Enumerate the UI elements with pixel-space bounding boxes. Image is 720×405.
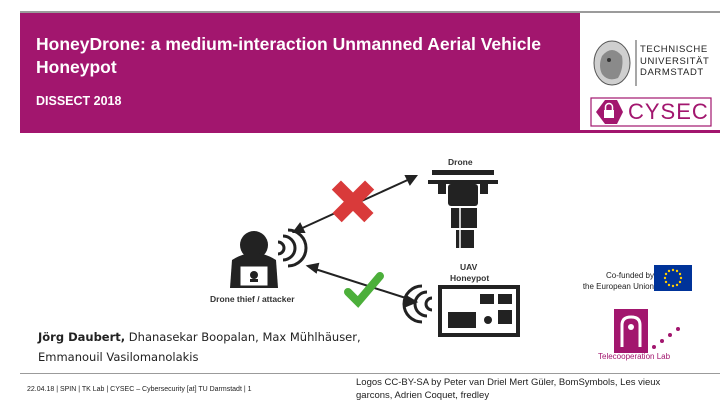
- honeydrone-diagram: Drone Drone thief / attacker UAV: [210, 157, 520, 337]
- honeypot-wifi-icon: [402, 284, 433, 324]
- cysec-logo: [590, 97, 712, 127]
- check-mark-icon: [344, 272, 384, 308]
- cysec-label: CYSEC: [628, 99, 709, 124]
- telecooperation-lab-label: Telecooperation Lab: [598, 352, 671, 361]
- tud-line-3: DARMSTADT: [640, 67, 704, 78]
- first-author: Jörg Daubert,: [38, 330, 126, 344]
- cofunding-line-2: the European Union: [582, 282, 654, 291]
- logo-credits: Logos CC-BY-SA by Peter van Driel Mert G…: [356, 377, 661, 401]
- top-rule: [20, 11, 720, 13]
- other-authors: Dhanasekar Boopalan, Max Mühlhäuser, Emm…: [38, 330, 361, 364]
- honeypot-icon: [438, 285, 520, 337]
- cofunding-line-1: Co-funded by: [605, 271, 654, 280]
- footer-text: 22.04.18 | SPIN | TK Lab | CYSEC – Cyber…: [27, 386, 252, 393]
- header-bottom-rule: [20, 130, 720, 133]
- attacker-label: Drone thief / attacker: [210, 294, 295, 304]
- tud-line-1: TECHNISCHE: [640, 44, 708, 55]
- drone-icon: [428, 170, 498, 248]
- bottom-rule: [20, 373, 720, 374]
- attacker-icon: [230, 231, 278, 288]
- honeypot-label-line2: Honeypot: [450, 273, 489, 283]
- author-list: Jörg Daubert, Dhanasekar Boopalan, Max M…: [38, 327, 368, 367]
- slide-subtitle: DISSECT 2018: [36, 94, 122, 108]
- tud-line-2: UNIVERSITÄT: [640, 55, 710, 67]
- drone-label: Drone: [448, 157, 473, 167]
- header-band: [20, 13, 580, 130]
- cofunding-text: Co-funded by the European Union: [544, 270, 654, 292]
- attacker-wifi-icon: [277, 228, 308, 268]
- arrow-to-honeypot: [305, 262, 419, 308]
- slide-title: HoneyDrone: a medium-interaction Unmanne…: [36, 34, 542, 77]
- tu-darmstadt-logo: [593, 40, 637, 86]
- tu-darmstadt-wordmark: TECHNISCHE UNIVERSITÄT DARMSTADT: [640, 44, 709, 79]
- cross-mark-icon: [331, 180, 375, 223]
- honeypot-label-line1: UAV: [460, 262, 478, 272]
- telecooperation-lab-logo: [614, 309, 680, 353]
- eu-flag-icon: [654, 265, 692, 291]
